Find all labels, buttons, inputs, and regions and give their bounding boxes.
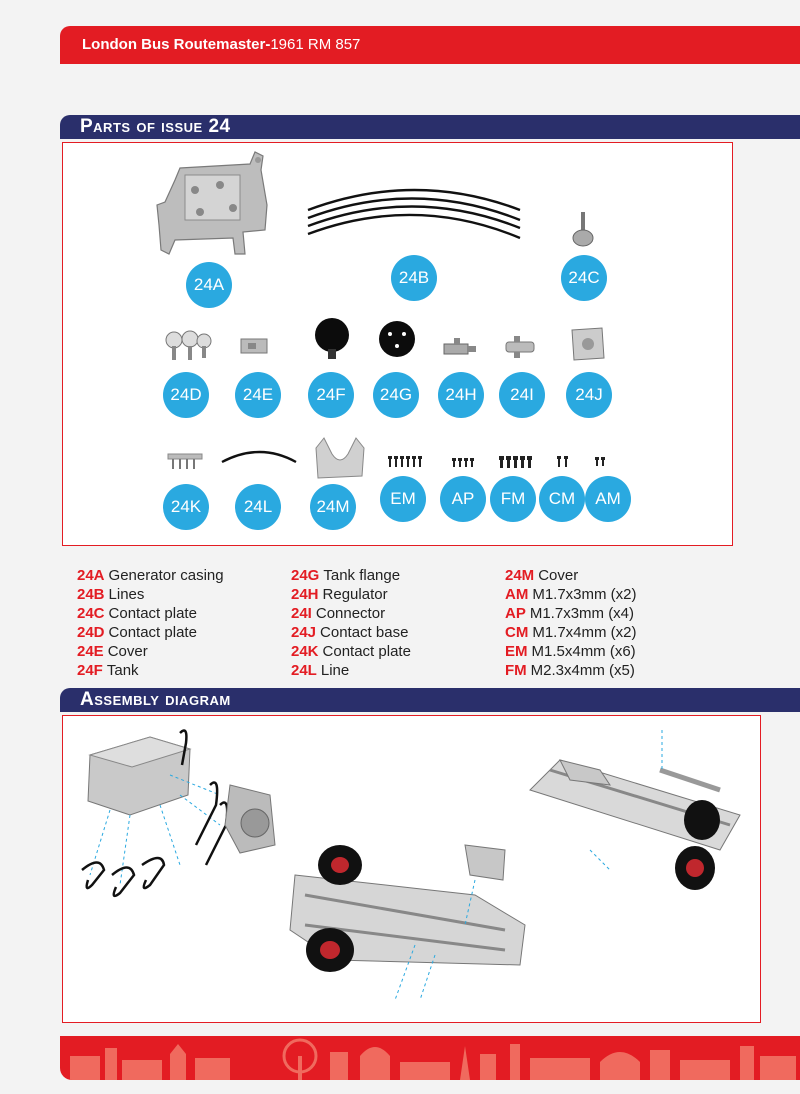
screws-cm-image: [557, 456, 568, 467]
assembly-panel: [62, 715, 761, 1023]
assembly-section-title: Assembly diagram: [80, 689, 231, 710]
contact-plate-24d-image: [165, 330, 212, 360]
page-header: London Bus Routemaster-1961 RM 857: [60, 26, 800, 64]
badge-24l: 24L: [235, 484, 281, 530]
generator-assembly-illustration: [81, 729, 276, 898]
screws-am-image: [595, 457, 605, 466]
screws-fm-image: [499, 456, 532, 468]
badge-24b: 24B: [391, 255, 437, 301]
badge-24g: 24G: [373, 372, 419, 418]
badge-24f: 24F: [308, 372, 354, 418]
connector-image: [505, 336, 535, 358]
tank-image: [315, 318, 349, 359]
parts-section-title: Parts of issue 24: [80, 116, 231, 137]
line-image: [221, 450, 297, 464]
badge-24h: 24H: [438, 372, 484, 418]
contact-plate-24c-image: [572, 212, 594, 247]
badge-fm: FM: [490, 476, 536, 522]
badge-24a: 24A: [186, 262, 232, 308]
screws-ap-image: [452, 458, 474, 467]
badge-24c: 24C: [561, 255, 607, 301]
assembly-section-bar: Assembly diagram: [60, 688, 800, 712]
badge-24i: 24I: [499, 372, 545, 418]
badge-24e: 24E: [235, 372, 281, 418]
badge-am: AM: [585, 476, 631, 522]
badge-em: EM: [380, 476, 426, 522]
generator-casing-image: [156, 151, 268, 255]
badge-24m: 24M: [310, 484, 356, 530]
badge-24d: 24D: [163, 372, 209, 418]
lines-image: [307, 188, 521, 240]
screws-em-image: [388, 456, 422, 467]
contact-base-image: [571, 327, 605, 361]
regulator-image: [443, 338, 476, 355]
badge-24j: 24J: [566, 372, 612, 418]
chassis-assembly-illustration: [289, 844, 526, 1001]
badge-cm: CM: [539, 476, 585, 522]
cover-24e-image: [240, 338, 268, 354]
cover-24m-image: [315, 437, 365, 479]
contact-plate-24k-image: [167, 453, 203, 469]
skyline-image: [70, 1038, 796, 1080]
badge-ap: AP: [440, 476, 486, 522]
footer-skyline: [60, 1036, 800, 1080]
badge-24k: 24K: [163, 484, 209, 530]
chassis-detail-illustration: [529, 730, 741, 890]
header-title: London Bus Routemaster-1961 RM 857: [82, 36, 361, 53]
parts-section-bar: Parts of issue 24: [60, 115, 800, 139]
tank-flange-image: [379, 321, 415, 357]
